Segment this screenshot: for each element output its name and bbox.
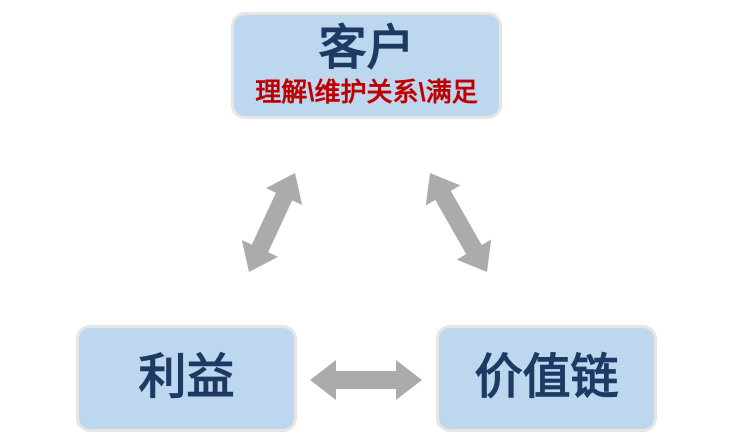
double-arrow-customer-benefit-icon	[241, 173, 303, 272]
node-benefit: 利益	[76, 325, 297, 432]
double-arrow-benefit-value-chain-icon	[310, 360, 422, 400]
node-benefit-label: 利益	[138, 351, 235, 405]
node-customer: 客户 理解\维护关系\满足	[231, 12, 502, 119]
node-value-chain-label: 价值链	[474, 351, 619, 405]
node-customer-label: 客户	[318, 22, 415, 76]
node-customer-subtitle: 理解\维护关系\满足	[255, 76, 478, 107]
node-value-chain: 价值链	[436, 325, 657, 432]
double-arrow-customer-value-chain-icon	[425, 173, 492, 272]
